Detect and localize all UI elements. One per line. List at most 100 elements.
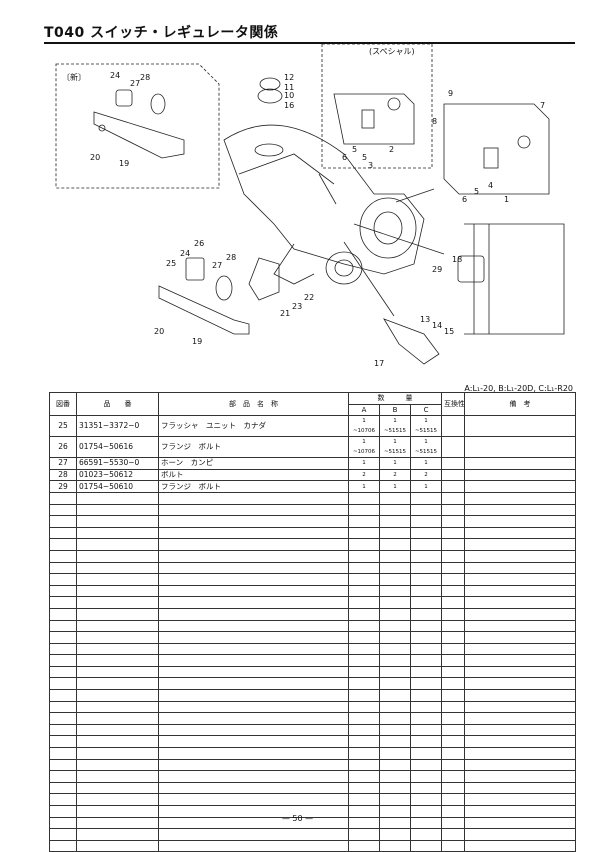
cell-part-no bbox=[76, 503, 159, 517]
cell-qty-a bbox=[348, 515, 380, 528]
cell-remarks bbox=[464, 770, 577, 783]
cell-qty-a bbox=[348, 526, 380, 540]
cell-interchange bbox=[441, 793, 466, 806]
cell-part-name bbox=[158, 515, 349, 528]
svg-text:10: 10 bbox=[284, 91, 294, 100]
cell-part-name bbox=[158, 491, 349, 505]
cell-remarks bbox=[464, 619, 577, 633]
cell-qty-b: 2 bbox=[379, 468, 411, 482]
cell-qty-b bbox=[379, 689, 411, 702]
svg-text:5: 5 bbox=[352, 145, 357, 154]
cell-part-name bbox=[158, 526, 349, 540]
cell-qty-a bbox=[348, 654, 380, 667]
cell-qty-a bbox=[348, 758, 380, 772]
cell-qty-b bbox=[379, 515, 411, 528]
qty-line: 2 bbox=[424, 472, 428, 479]
svg-text:17: 17 bbox=[374, 359, 384, 368]
cell-part-no bbox=[76, 700, 159, 714]
qty-line: ~51515 bbox=[383, 449, 407, 456]
cell-qty-b bbox=[379, 793, 411, 806]
cell-fig-no bbox=[49, 735, 77, 749]
cell-qty-c bbox=[409, 596, 443, 609]
cell-interchange bbox=[441, 642, 466, 656]
cell-qty-c bbox=[409, 735, 443, 749]
qty-line: 1 bbox=[424, 439, 428, 446]
svg-text:6: 6 bbox=[342, 153, 347, 162]
cell-qty-c bbox=[409, 561, 443, 575]
qty-line: 1 bbox=[393, 418, 397, 425]
cell-qty-b bbox=[379, 828, 411, 841]
cell-qty-a bbox=[348, 712, 380, 725]
header-remarks: 備 考 bbox=[464, 391, 577, 417]
qty-line: 1 bbox=[424, 483, 428, 490]
cell-interchange bbox=[441, 457, 466, 470]
cell-part-no: 01023−50612 bbox=[76, 468, 159, 482]
table-row bbox=[49, 828, 577, 841]
table-row bbox=[49, 619, 577, 633]
svg-text:18: 18 bbox=[452, 255, 462, 264]
cell-qty-a bbox=[348, 770, 380, 783]
cell-fig-no bbox=[49, 515, 77, 528]
cell-qty-c bbox=[409, 573, 443, 586]
cell-part-name bbox=[158, 781, 349, 795]
qty-line: 1 bbox=[393, 439, 397, 446]
cell-part-no bbox=[76, 526, 159, 540]
cell-qty-a bbox=[348, 538, 380, 551]
cell-qty-a bbox=[348, 549, 380, 563]
cell-qty-b bbox=[379, 584, 411, 598]
cell-remarks bbox=[464, 584, 577, 598]
qty-line: ~10706 bbox=[352, 449, 376, 456]
cell-interchange bbox=[441, 712, 466, 725]
cell-part-no bbox=[76, 839, 159, 852]
cell-qty-b bbox=[379, 700, 411, 714]
cell-remarks bbox=[464, 480, 577, 493]
cell-remarks bbox=[464, 712, 577, 725]
header-interchange: 互換性 bbox=[441, 391, 466, 417]
cell-part-name bbox=[158, 549, 349, 563]
cell-qty-c bbox=[409, 839, 443, 852]
svg-text:29: 29 bbox=[432, 265, 442, 274]
qty-line: ~51515 bbox=[414, 449, 438, 456]
table-row bbox=[49, 793, 577, 806]
cell-remarks bbox=[464, 816, 577, 830]
cell-part-name: ボルト bbox=[158, 468, 349, 482]
cell-qty-a bbox=[348, 619, 380, 633]
cell-qty-c bbox=[409, 723, 443, 737]
cell-qty-c bbox=[409, 781, 443, 795]
cell-remarks bbox=[464, 700, 577, 714]
svg-text:25: 25 bbox=[166, 259, 176, 268]
qty-line: 2 bbox=[393, 472, 397, 479]
svg-text:4: 4 bbox=[488, 181, 493, 190]
cell-fig-no bbox=[49, 758, 77, 772]
cell-qty-c bbox=[409, 654, 443, 667]
cell-qty-c bbox=[409, 700, 443, 714]
cell-remarks bbox=[464, 642, 577, 656]
cell-fig-no bbox=[49, 712, 77, 725]
cell-qty-c: 1 ~51515 bbox=[409, 436, 443, 459]
cell-part-name: ホーン カンピ bbox=[158, 457, 349, 470]
svg-text:20: 20 bbox=[154, 327, 164, 336]
cell-part-name: フランジ ボルト bbox=[158, 436, 349, 459]
cell-remarks bbox=[464, 677, 577, 691]
cell-qty-c: 1 bbox=[409, 457, 443, 470]
qty-line: 2 bbox=[362, 472, 366, 479]
cell-qty-c bbox=[409, 503, 443, 517]
cell-remarks bbox=[464, 538, 577, 551]
cell-part-name bbox=[158, 793, 349, 806]
cell-qty-b bbox=[379, 503, 411, 517]
cell-remarks bbox=[464, 839, 577, 852]
cell-qty-a: 2 bbox=[348, 468, 380, 482]
table-row bbox=[49, 712, 577, 725]
cell-qty-b bbox=[379, 642, 411, 656]
cell-qty-c bbox=[409, 665, 443, 679]
cell-qty-c bbox=[409, 758, 443, 772]
cell-part-name: フラッシャ ユニット カナダ bbox=[158, 415, 349, 438]
svg-text:7: 7 bbox=[540, 101, 545, 110]
cell-qty-a bbox=[348, 596, 380, 609]
cell-part-no bbox=[76, 515, 159, 528]
table-row bbox=[49, 700, 577, 714]
cell-fig-no bbox=[49, 642, 77, 656]
cell-part-name bbox=[158, 631, 349, 644]
cell-qty-a: 1~10706 bbox=[348, 436, 380, 459]
